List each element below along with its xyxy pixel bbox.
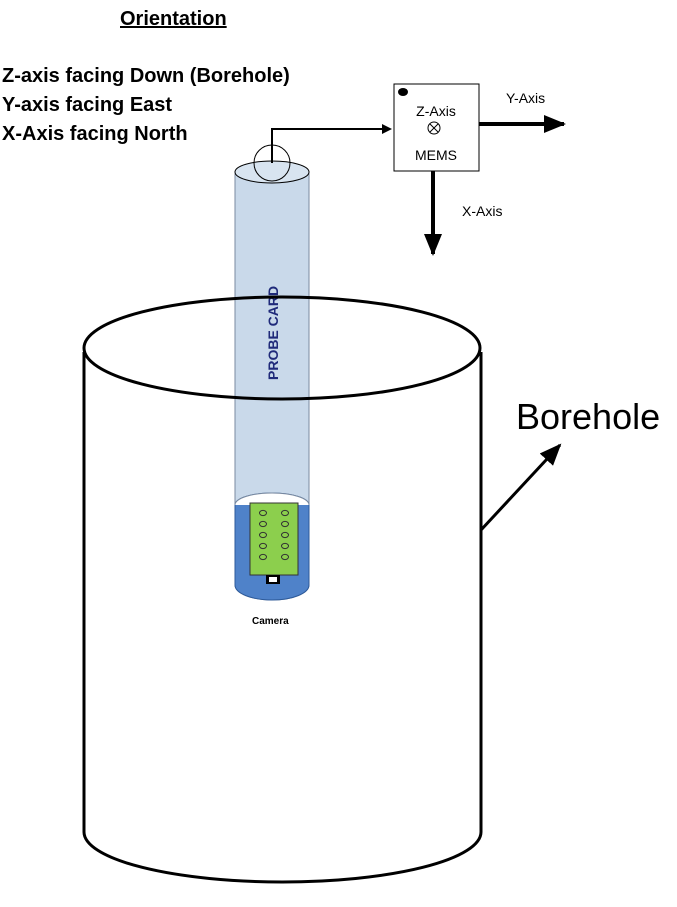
z-axis-into-page-icon: [427, 121, 441, 135]
borehole-top-rim: [82, 295, 482, 401]
probe-card: PROBE CARD: [234, 144, 310, 601]
borehole-cylinder: [82, 352, 483, 884]
y-axis-label: Y-Axis: [506, 90, 545, 106]
probe-top: [234, 160, 310, 184]
borehole-bottom-edge: [82, 831, 483, 884]
probe-to-mems-connector: [271, 124, 392, 163]
borehole-pointer-arrow: [479, 443, 562, 532]
board-contacts: [259, 509, 289, 561]
x-axis-label: X-Axis: [462, 203, 502, 219]
mems-pin1-dot: [398, 88, 408, 96]
orientation-line-z: Z-axis facing Down (Borehole): [2, 65, 290, 87]
orientation-line-y: Y-axis facing East: [2, 94, 172, 116]
probe-card-label: PROBE CARD: [265, 286, 281, 380]
orientation-line-x: X-Axis facing North: [2, 123, 188, 145]
camera-label: Camera: [252, 616, 289, 627]
borehole-label: Borehole: [516, 396, 660, 437]
mems-box: [393, 83, 480, 172]
mems-sensor: Z-Axis MEMS: [393, 83, 480, 172]
mems-name-label: MEMS: [415, 147, 457, 163]
circuit-board: [249, 502, 299, 576]
diagram-title: Orientation: [120, 8, 227, 30]
mems-z-axis-label: Z-Axis: [416, 103, 456, 119]
